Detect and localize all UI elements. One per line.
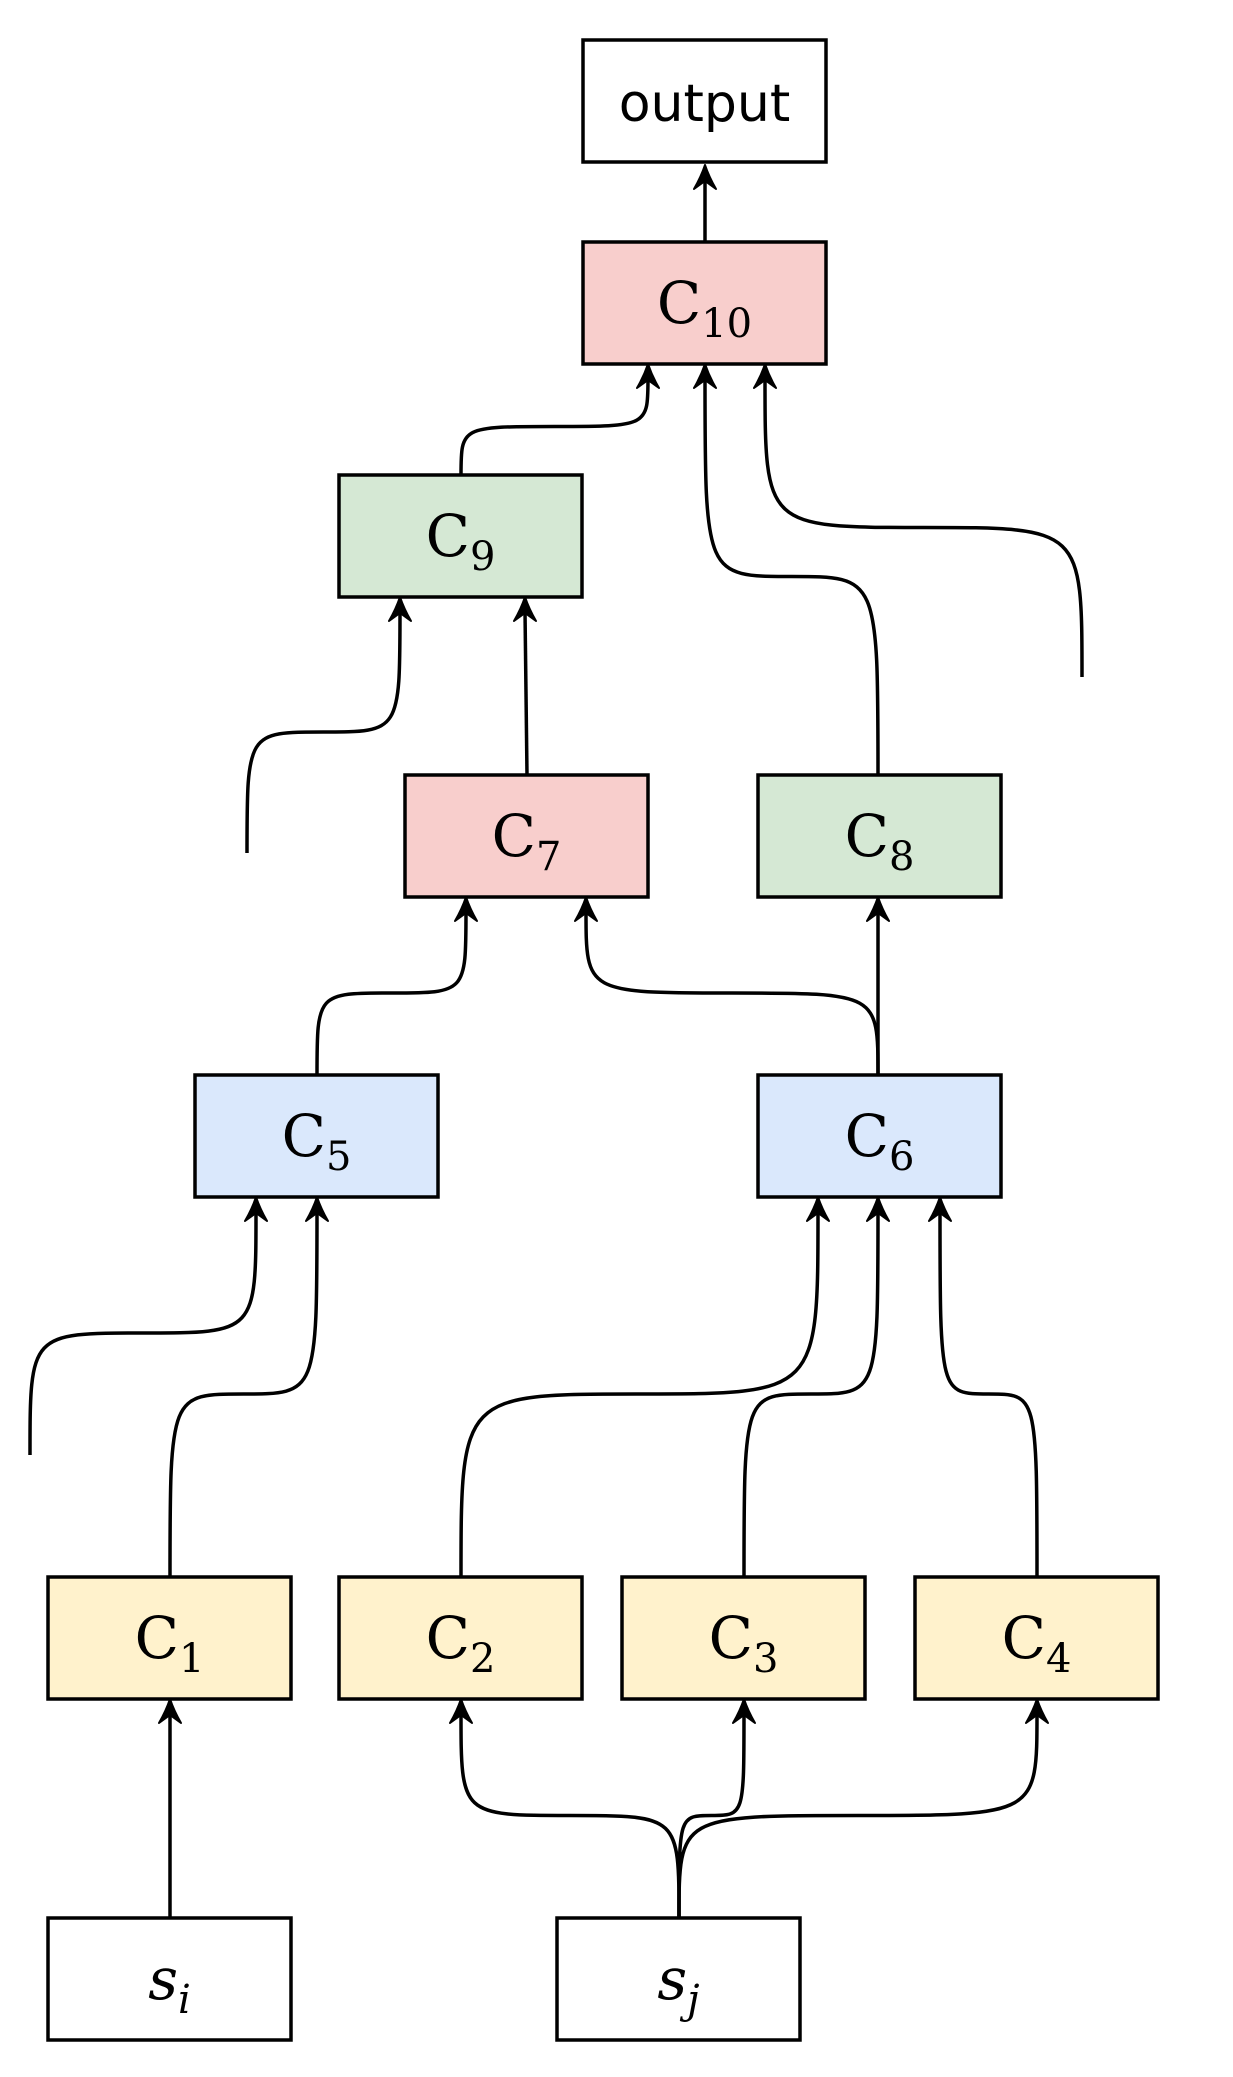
edge-line — [677, 1712, 1039, 1919]
node-label-main: C — [282, 1102, 326, 1170]
node-label-subscript: 7 — [536, 834, 561, 880]
node-label: C4 — [1002, 1604, 1072, 1682]
node-label-main: C — [492, 802, 536, 870]
node-label-subscript: 4 — [1046, 1636, 1071, 1682]
node-label-main: C — [135, 1604, 179, 1672]
node-label: C8 — [845, 802, 915, 880]
node-label-subscript: 6 — [889, 1134, 914, 1180]
edge-c2-to-c6 — [459, 1196, 830, 1578]
node-label: C6 — [845, 1102, 915, 1180]
edge-line — [703, 377, 880, 776]
node-label: C9 — [426, 502, 496, 580]
node-box — [581, 240, 828, 366]
edge-sj-to-c4 — [677, 1698, 1049, 1919]
node-label-subscript: 10 — [701, 301, 752, 347]
edge-line — [28, 1210, 258, 1456]
node-label: C3 — [709, 1604, 779, 1682]
edge-c6-to-c8 — [866, 896, 890, 1075]
node-c4: C4 — [913, 1575, 1160, 1701]
node-c9: C9 — [337, 473, 584, 599]
node-box — [555, 1916, 802, 2042]
node-label-main: output — [619, 74, 791, 134]
edge-c5-to-c7 — [315, 896, 478, 1076]
node-c8: C8 — [756, 773, 1003, 899]
node-label-main: C — [657, 269, 701, 337]
edges-layer — [28, 164, 1084, 1919]
edge-c8-to-c10 — [693, 363, 880, 776]
node-label-main: C — [845, 802, 889, 870]
node-label: C1 — [135, 1604, 205, 1682]
edge-line — [459, 377, 650, 476]
node-label-subscript: i — [178, 1977, 191, 2023]
node-box — [756, 773, 1003, 899]
edge-line — [168, 1210, 319, 1578]
node-label-subscript: 3 — [753, 1636, 778, 1682]
node-box — [46, 1575, 293, 1701]
node-c5: C5 — [193, 1073, 440, 1199]
edge-c10-to-output — [693, 164, 717, 242]
node-c6: C6 — [756, 1073, 1003, 1199]
node-sj: sj — [555, 1916, 802, 2042]
node-box — [756, 1073, 1003, 1199]
edge-line — [523, 610, 529, 776]
edge-dangling-to-c10 — [753, 363, 1084, 678]
node-box — [46, 1916, 293, 2042]
node-label-main: s — [657, 1945, 687, 2013]
edge-line — [742, 1210, 880, 1578]
edge-sj-to-c2 — [449, 1698, 681, 1919]
node-label-subscript: 1 — [179, 1636, 204, 1682]
node-label: C10 — [657, 269, 752, 347]
node-label: C2 — [426, 1604, 496, 1682]
edge-line — [584, 910, 880, 1076]
node-label: sj — [657, 1945, 699, 2023]
edge-c7-to-c9 — [513, 596, 537, 776]
node-output: output — [581, 38, 828, 164]
edge-c1-to-c5 — [168, 1196, 329, 1578]
node-label: output — [619, 74, 791, 134]
node-box — [581, 38, 828, 164]
node-label-main: s — [148, 1945, 178, 2013]
node-label-subscript: 2 — [470, 1636, 495, 1682]
node-label-main: C — [426, 502, 470, 570]
edge-line — [245, 610, 402, 854]
node-si: si — [46, 1916, 293, 2042]
node-c2: C2 — [337, 1575, 584, 1701]
edge-line — [459, 1712, 681, 1919]
edge-si-to-c1 — [158, 1698, 182, 1918]
edge-line — [763, 377, 1084, 678]
edge-line — [315, 910, 468, 1076]
edge-line — [459, 1210, 820, 1578]
node-label-subscript: 9 — [470, 534, 495, 580]
edge-line — [677, 1712, 746, 1919]
edge-c6-to-c7 — [574, 896, 880, 1076]
node-c3: C3 — [620, 1575, 867, 1701]
node-label-main: C — [845, 1102, 889, 1170]
node-label-main: C — [709, 1604, 753, 1672]
node-label-main: C — [1002, 1604, 1046, 1672]
edge-line — [938, 1210, 1039, 1578]
node-label-subscript: 5 — [326, 1134, 351, 1180]
node-label-main: C — [426, 1604, 470, 1672]
node-box — [913, 1575, 1160, 1701]
edge-c9-to-c10 — [459, 363, 660, 476]
edge-sj-to-c3 — [677, 1698, 756, 1919]
node-label: C7 — [492, 802, 562, 880]
node-box — [620, 1575, 867, 1701]
node-box — [193, 1073, 440, 1199]
edge-dangling-to-c9 — [245, 596, 412, 854]
node-box — [403, 773, 650, 899]
edge-c4-to-c6 — [928, 1196, 1039, 1578]
node-c10: C10 — [581, 240, 828, 366]
node-c1: C1 — [46, 1575, 293, 1701]
node-c7: C7 — [403, 773, 650, 899]
node-label: C5 — [282, 1102, 352, 1180]
node-label: si — [148, 1945, 191, 2023]
edge-dangling-to-c5 — [28, 1196, 268, 1456]
node-box — [337, 1575, 584, 1701]
node-label-subscript: 8 — [889, 834, 914, 880]
arrowhead — [693, 164, 717, 190]
node-box — [337, 473, 584, 599]
